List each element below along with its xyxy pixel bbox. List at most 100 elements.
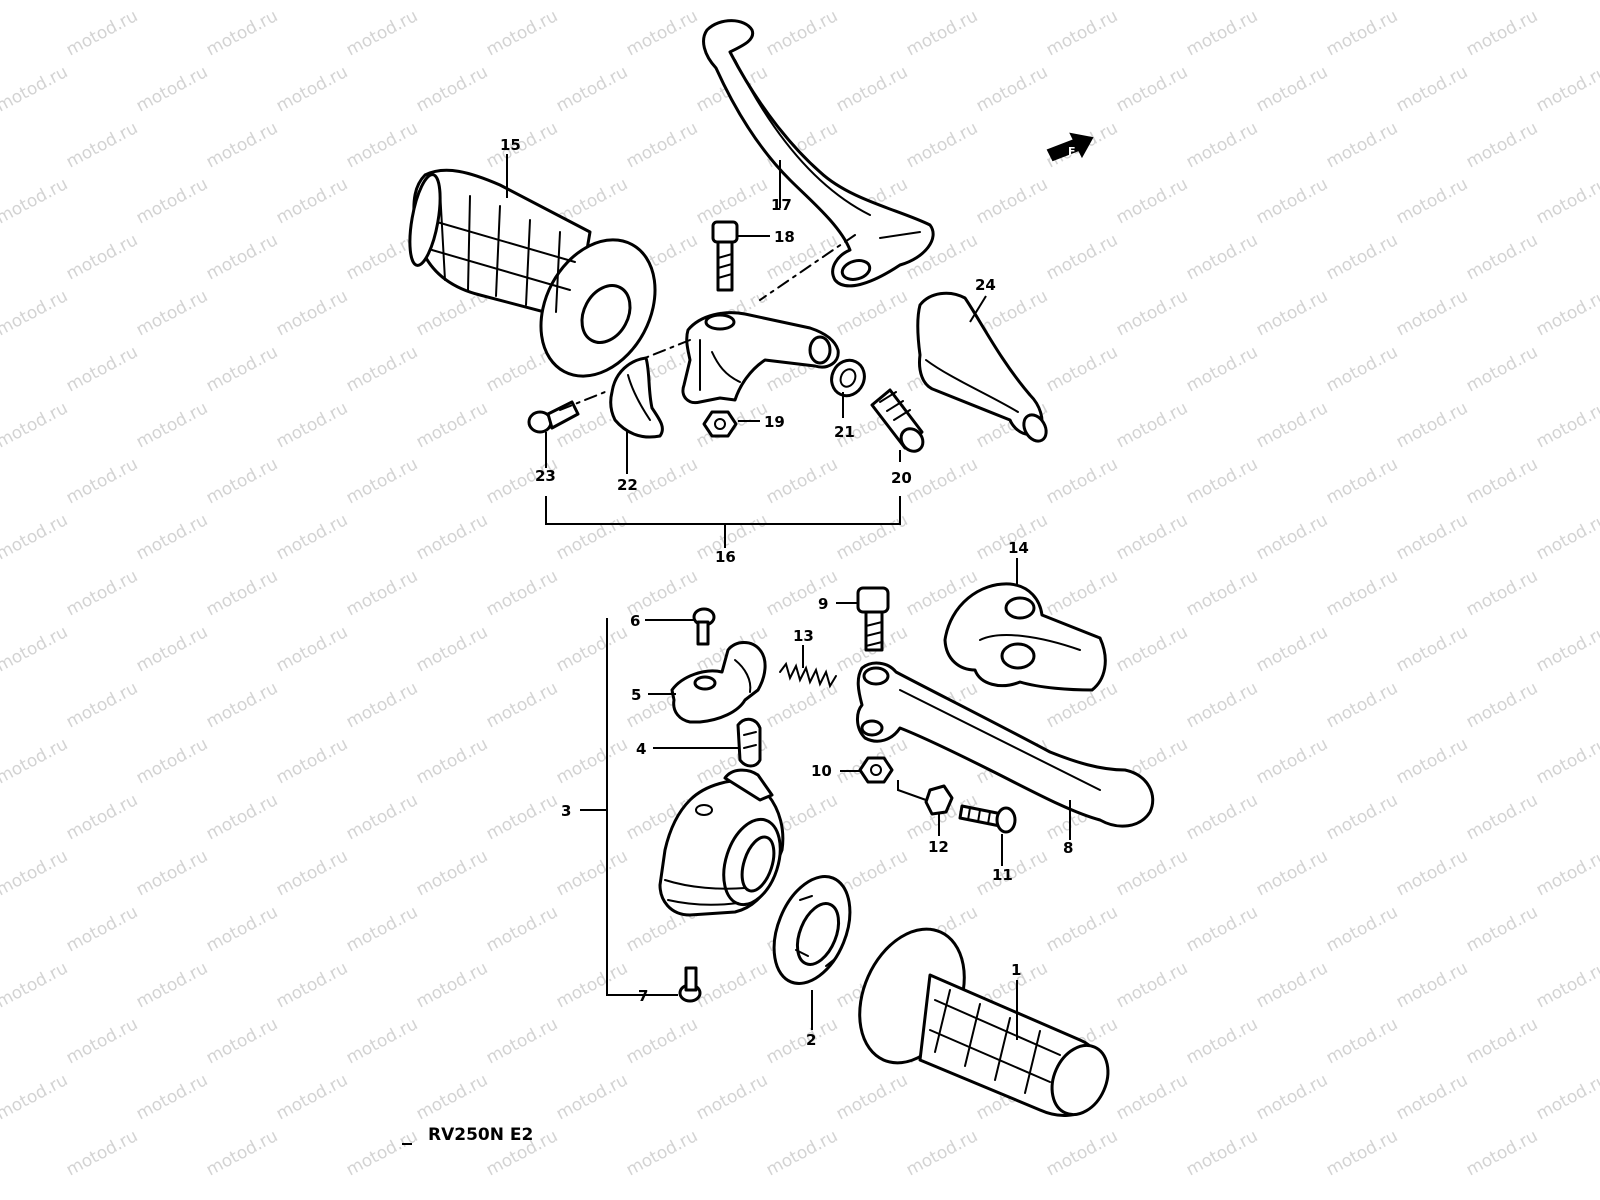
watermark-text: motod.ru (1043, 6, 1121, 60)
watermark-text: motod.ru (133, 1070, 211, 1124)
watermark-text: motod.ru (1253, 286, 1331, 340)
watermark-text: motod.ru (1463, 678, 1541, 732)
left-grip-15 (408, 168, 657, 378)
watermark-text: motod.ru (1393, 734, 1471, 788)
watermark-text: motod.ru (273, 1070, 351, 1124)
watermark-text: motod.ru (0, 958, 71, 1012)
callout-3: 3 (561, 802, 571, 820)
watermark-text: motod.ru (1393, 174, 1471, 228)
watermark-text: motod.ru (973, 0, 1051, 4)
watermark-text: motod.ru (1393, 510, 1471, 564)
watermark-text: motod.ru (0, 6, 1, 60)
watermark-text: motod.ru (623, 6, 701, 60)
watermark-text: motod.ru (1253, 622, 1331, 676)
watermark-text: motod.ru (903, 1126, 981, 1180)
watermark-text: motod.ru (1253, 0, 1331, 4)
watermark-text: motod.ru (1463, 902, 1541, 956)
bolt-18 (711, 220, 739, 292)
watermark-text: motod.ru (1323, 1014, 1401, 1068)
watermark-text: motod.ru (1043, 342, 1121, 396)
watermark-text: motod.ru (1323, 454, 1401, 508)
watermark-text: motod.ru (273, 286, 351, 340)
watermark-text: motod.ru (1183, 230, 1261, 284)
watermark-text: motod.ru (63, 230, 141, 284)
model-code: RV250N E2 (402, 1125, 533, 1145)
watermark-text: motod.ru (1463, 118, 1541, 172)
callout-4: 4 (636, 740, 646, 758)
watermark-text: motod.ru (273, 0, 351, 4)
locknut-21 (830, 358, 866, 398)
watermark-text: motod.ru (133, 0, 211, 4)
watermark-text: motod.ru (203, 118, 281, 172)
watermark-text: motod.ru (0, 342, 1, 396)
callout-20: 20 (891, 469, 912, 487)
lever-cover-24 (916, 291, 1048, 443)
watermark-text: motod.ru (273, 62, 351, 116)
lever-holder-16 (681, 311, 840, 405)
watermark-text: motod.ru (1113, 510, 1191, 564)
watermark-text: motod.ru (833, 62, 911, 116)
watermark-text: motod.ru (0, 846, 71, 900)
watermark-text: motod.ru (553, 846, 631, 900)
watermark-text: motod.ru (1043, 454, 1121, 508)
watermark-text: motod.ru (553, 622, 631, 676)
watermark-text: motod.ru (483, 6, 561, 60)
spring-13 (779, 661, 837, 689)
watermark-text: motod.ru (343, 454, 421, 508)
watermark-text: motod.ru (63, 1014, 141, 1068)
watermark-text: motod.ru (413, 734, 491, 788)
callout-labels: 15 17 18 24 19 21 20 22 23 16 14 9 6 13 … (500, 136, 1073, 1049)
watermark-text: motod.ru (1113, 0, 1191, 4)
watermark-text: motod.ru (693, 174, 771, 228)
assembly-guide-lines-16 (559, 234, 856, 411)
watermark-text: motod.ru (273, 622, 351, 676)
watermark-text: motod.ru (133, 846, 211, 900)
watermark-text: motod.ru (343, 678, 421, 732)
watermark-text: motod.ru (273, 846, 351, 900)
watermark-text: motod.ru (833, 286, 911, 340)
watermark-text: motod.ru (203, 902, 281, 956)
clamp-22 (609, 356, 664, 439)
callout-9: 9 (818, 595, 828, 613)
watermark-text: motod.ru (1183, 6, 1261, 60)
bolt-23 (527, 400, 580, 434)
watermark-text: motod.ru (693, 0, 771, 4)
watermark-text: motod.ru (203, 6, 281, 60)
watermark-text: motod.ru (63, 790, 141, 844)
watermark-text: motod.ru (0, 286, 71, 340)
watermark-text: motod.ru (413, 846, 491, 900)
watermark-text: motod.ru (343, 790, 421, 844)
watermark-text: motod.ru (1533, 846, 1600, 900)
watermark-text: motod.ru (413, 398, 491, 452)
watermark-text: motod.ru (1253, 174, 1331, 228)
brake-lever-8 (856, 661, 1155, 828)
watermark-text: motod.ru (203, 566, 281, 620)
watermark-text: motod.ru (0, 1014, 1, 1068)
watermark-text: motod.ru (903, 454, 981, 508)
watermark-text: motod.ru (553, 0, 631, 4)
nut-19 (702, 410, 738, 438)
watermark-text: motod.ru (553, 510, 631, 564)
watermark-text: motod.ru (273, 958, 351, 1012)
watermark-text: motod.ru (1533, 62, 1600, 116)
watermark-text: motod.ru (1113, 174, 1191, 228)
callout-1: 1 (1011, 961, 1021, 979)
watermark-text: motod.ru (1253, 62, 1331, 116)
watermark-text: motod.ru (0, 118, 1, 172)
watermark-text: motod.ru (1183, 342, 1261, 396)
watermark-text: motod.ru (483, 678, 561, 732)
watermark-text: motod.ru (1113, 286, 1191, 340)
watermark-text: motod.ru (1253, 734, 1331, 788)
watermark-text: motod.ru (1533, 174, 1600, 228)
watermark-text: motod.ru (763, 454, 841, 508)
watermark-text: motod.ru (1323, 678, 1401, 732)
clutch-lever-17 (702, 19, 935, 288)
watermark-text: motod.ru (273, 174, 351, 228)
nut-10 (858, 756, 894, 784)
watermark-text: motod.ru (1533, 622, 1600, 676)
callout-23: 23 (535, 467, 556, 485)
callout-7: 7 (638, 987, 648, 1005)
watermark-text: motod.ru (133, 174, 211, 228)
watermark-text: motod.ru (1043, 1126, 1121, 1180)
watermark-text: motod.ru (1533, 734, 1600, 788)
